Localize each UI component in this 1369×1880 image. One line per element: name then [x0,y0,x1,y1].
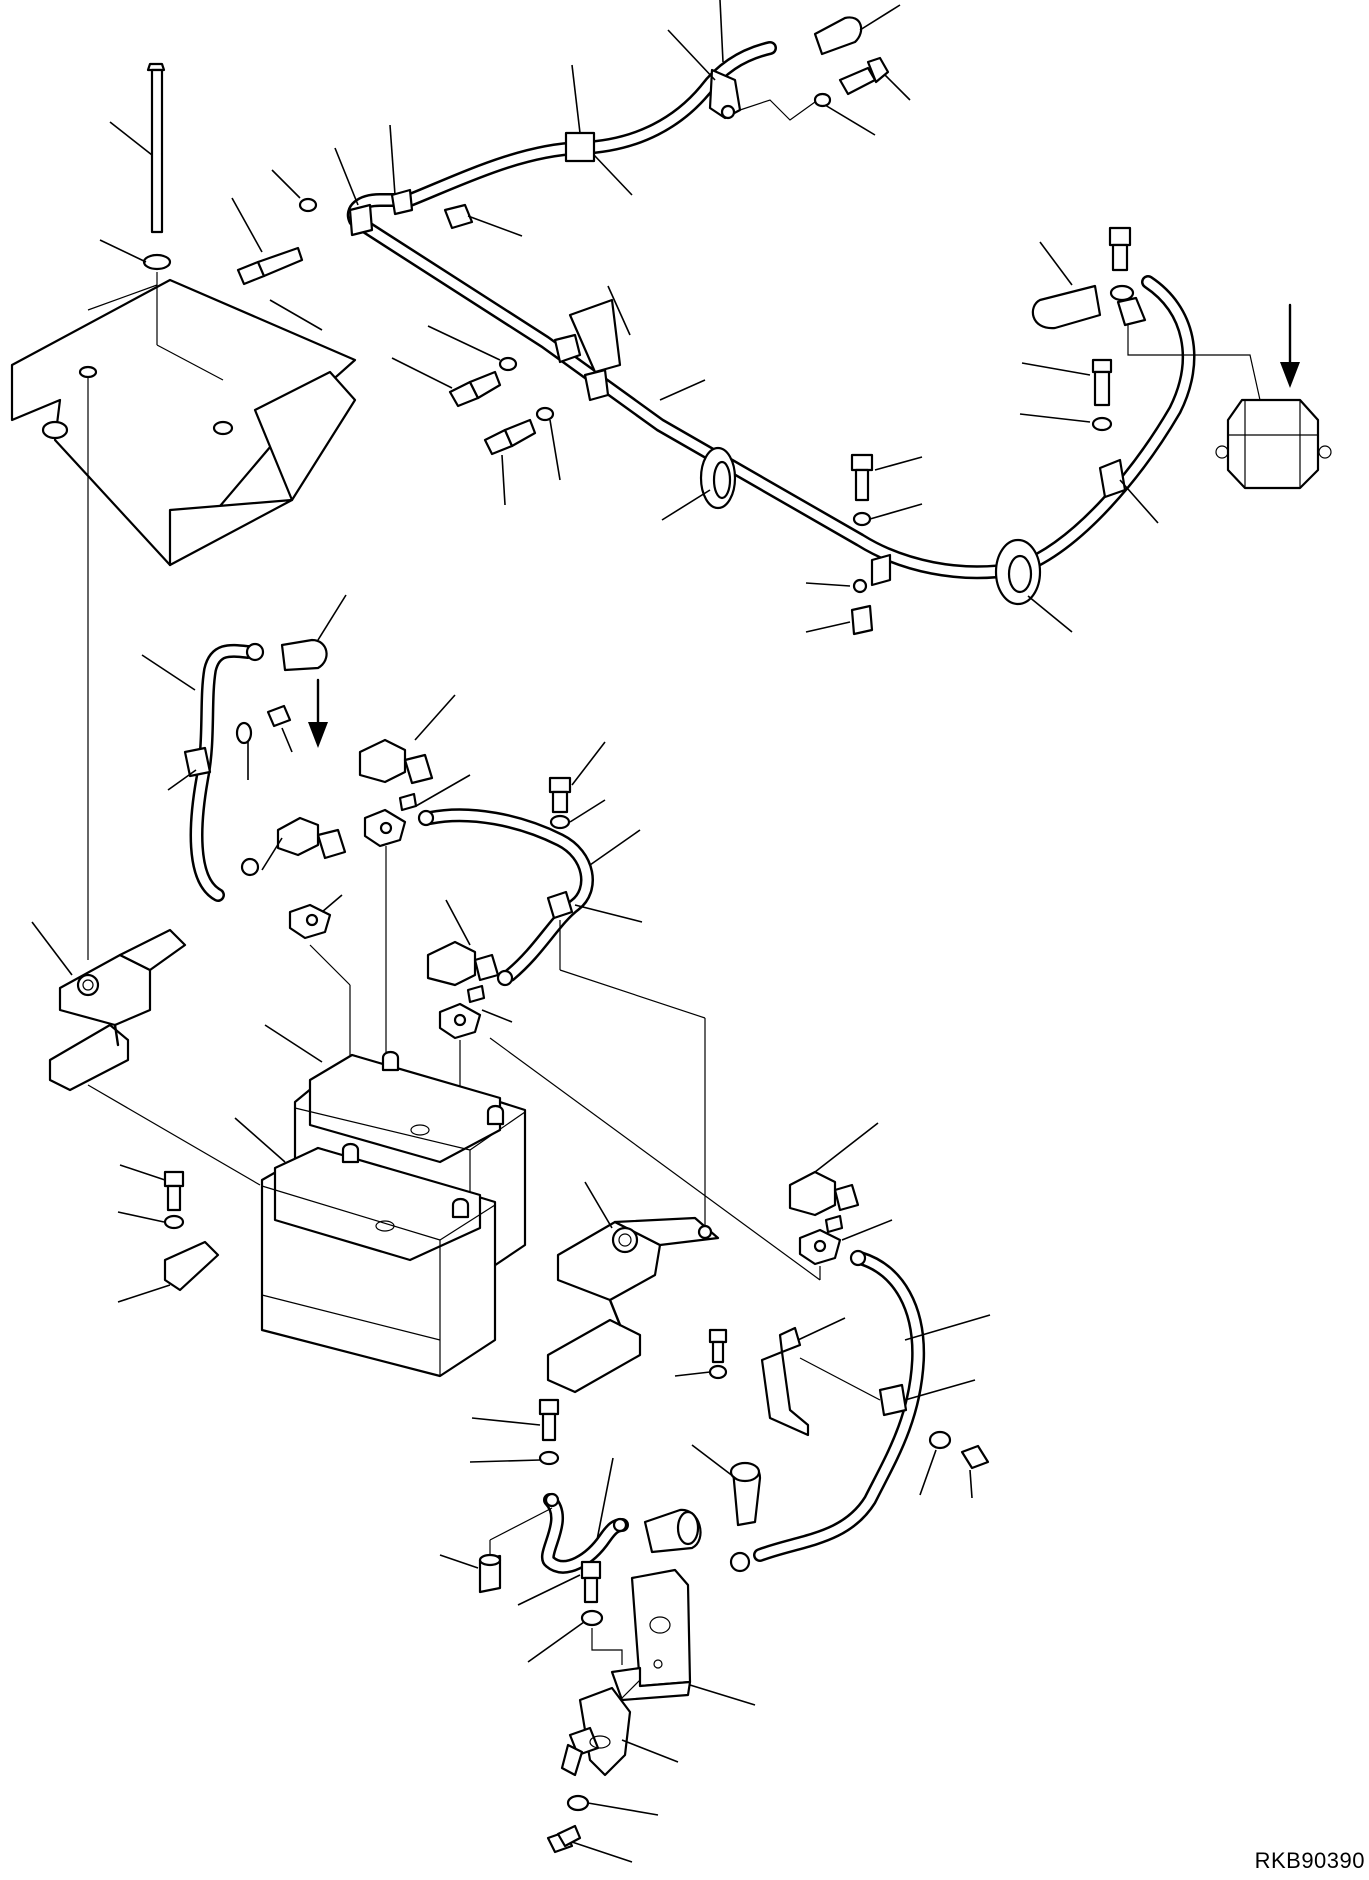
terminal-cover-3 [426,899,500,987]
battery-terminal-2 [363,774,471,1060]
bolt-washer-left [235,704,293,780]
starter-motor [1215,303,1332,490]
terminal-cover-2 [358,694,456,785]
cable-cap-bottom [643,1508,702,1554]
battery-cover-plate [10,272,357,960]
bolt-washer-bottom-left [469,1398,560,1466]
terminal-boot-right [1031,241,1102,330]
terminal-cap-left [280,594,347,748]
long-bolt [99,62,172,271]
battery-cable-right [729,1249,991,1573]
cable-bracket-right [760,1317,990,1499]
hold-down-bracket-right [546,969,720,1394]
grommet-1 [659,379,737,521]
battery-front [234,1117,497,1378]
battery-stand-bolt [117,1164,220,1303]
battery-disconnect-switch [560,1679,679,1777]
terminal-cover-right [788,1122,879,1217]
battery-terminal-right [489,1037,893,1281]
grommet-2 [994,538,1073,633]
spacer-bottom [439,1553,502,1594]
battery-terminal-3 [438,984,513,1190]
terminal-cap-bottom [691,1444,762,1527]
bolt-left-1 [231,169,318,286]
bolt-mid-2 [483,406,561,506]
battery-cable-mid [417,808,643,987]
bolt-top-right [739,56,911,136]
drawing-code: RKB90390 [1254,1848,1365,1873]
hold-down-bracket-left [31,921,261,1186]
clamp-right [1098,458,1159,524]
bolt-washer-right [674,1328,728,1380]
terminal-cap-top [813,4,901,56]
bolt-right-top [1019,226,1261,432]
clamp-mid [553,285,631,402]
bolt-mid-1 [391,325,518,408]
short-cable-bottom [489,1457,629,1574]
battery-terminal-1 [288,894,351,1155]
bolt-washer-bottom-mid [517,1560,623,1665]
cable-clamp-top [667,0,742,120]
terminal-cover-1 [261,816,347,871]
switch-bracket [610,1568,756,1706]
short-cable-left [141,642,265,902]
bolt-right-mid [805,453,923,636]
cable-clamp-left [334,124,523,237]
bolt-washer-bottom [546,1794,659,1863]
bolt-washer-mid [548,741,606,830]
